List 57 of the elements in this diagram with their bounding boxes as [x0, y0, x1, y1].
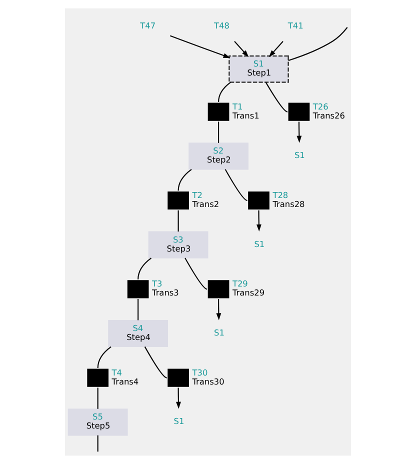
node-label: T29 — [232, 278, 248, 289]
node-label: T4 — [112, 367, 122, 378]
connector — [138, 258, 152, 280]
node-label: Trans30 — [192, 376, 224, 386]
arrow — [268, 41, 284, 58]
node-box — [168, 368, 189, 387]
node-box: S3 Step3 — [148, 231, 208, 258]
node-label: T3 — [152, 278, 162, 289]
arrow — [256, 210, 262, 232]
node-text: T41 — [288, 20, 304, 31]
node-label: Trans3 — [152, 288, 179, 298]
node-box — [87, 368, 108, 387]
node-label: Trans2 — [192, 199, 220, 210]
node-label: Trans26 — [312, 110, 345, 120]
node-box: S4 Step4 — [108, 320, 168, 348]
connector — [288, 27, 348, 61]
node-text: S1 — [254, 238, 265, 249]
node-label: Trans1 — [232, 110, 260, 120]
connector — [178, 169, 192, 191]
node-label: T2 — [192, 190, 202, 200]
node-box — [208, 102, 230, 121]
node-label: Trans4 — [112, 376, 139, 386]
node-box: S2 Step2 — [188, 142, 248, 170]
connector — [265, 82, 288, 112]
connector — [218, 82, 231, 102]
connector — [97, 435, 98, 452]
node-label: Trans28 — [272, 199, 305, 210]
node-text: T47 — [140, 20, 156, 31]
node-box: S1 Step1 — [228, 55, 289, 83]
arrow — [216, 299, 222, 320]
connector — [218, 122, 220, 143]
node-label: Trans29 — [232, 288, 265, 298]
arrow — [296, 122, 302, 143]
arrow — [170, 35, 230, 58]
node-label: T30 — [192, 367, 208, 378]
connector — [97, 388, 98, 409]
node-text: S1 — [174, 416, 184, 426]
node-box — [248, 191, 270, 210]
connector — [184, 258, 208, 290]
node-text: S1 — [214, 328, 224, 338]
node-box — [168, 191, 189, 210]
node-box — [208, 280, 230, 298]
node-box — [127, 280, 149, 298]
node-label: T28 — [272, 190, 288, 200]
node-box — [288, 102, 310, 121]
arrow — [176, 388, 181, 409]
node-label: T26 — [312, 101, 328, 112]
connector — [144, 346, 168, 378]
node-text: S1 — [294, 150, 305, 160]
connector — [97, 346, 112, 368]
node-box: S5 Step5 — [68, 408, 128, 436]
node-text: T48 — [214, 20, 230, 31]
node-label: T1 — [232, 101, 243, 112]
connector — [178, 210, 179, 232]
connector — [224, 169, 248, 201]
arrow — [234, 41, 249, 58]
connector — [138, 299, 139, 320]
